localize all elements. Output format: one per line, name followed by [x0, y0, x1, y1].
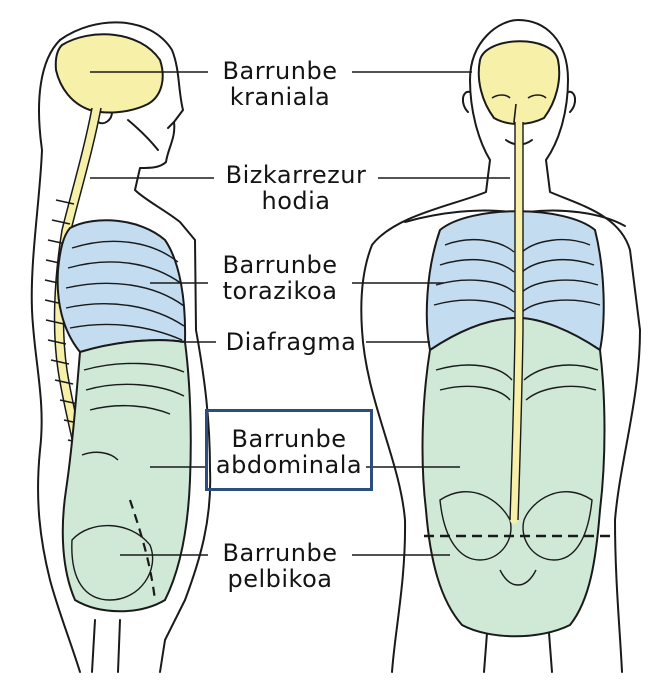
label-abdominal-cavity: Barrunbe abdominala: [206, 426, 372, 478]
label-pelvic-cavity: Barrunbe pelbikoa: [208, 540, 352, 592]
label-cranial-cavity: Barrunbe kraniala: [208, 58, 352, 110]
label-spinal-line2: hodia: [214, 188, 378, 214]
label-thoracic-line2: torazikoa: [208, 278, 352, 304]
label-diaphragm-line1: Diafragma: [216, 329, 366, 355]
side-abdominopelvic-cavity: [63, 340, 191, 611]
label-cranial-line2: kraniala: [208, 84, 352, 110]
label-diaphragm: Diafragma: [216, 329, 366, 355]
label-thoracic-line1: Barrunbe: [208, 252, 352, 278]
label-thoracic-cavity: Barrunbe torazikoa: [208, 252, 352, 304]
label-spinal-canal: Bizkarrezur hodia: [214, 162, 378, 214]
label-cranial-line1: Barrunbe: [208, 58, 352, 84]
label-abdominal-line2: abdominala: [206, 452, 372, 478]
side-cranial-cavity: [56, 34, 163, 112]
label-spinal-line1: Bizkarrezur: [214, 162, 378, 188]
label-abdominal-line1: Barrunbe: [206, 426, 372, 452]
label-pelvic-line2: pelbikoa: [208, 566, 352, 592]
label-pelvic-line1: Barrunbe: [208, 540, 352, 566]
front-cranial-cavity: [479, 41, 559, 124]
